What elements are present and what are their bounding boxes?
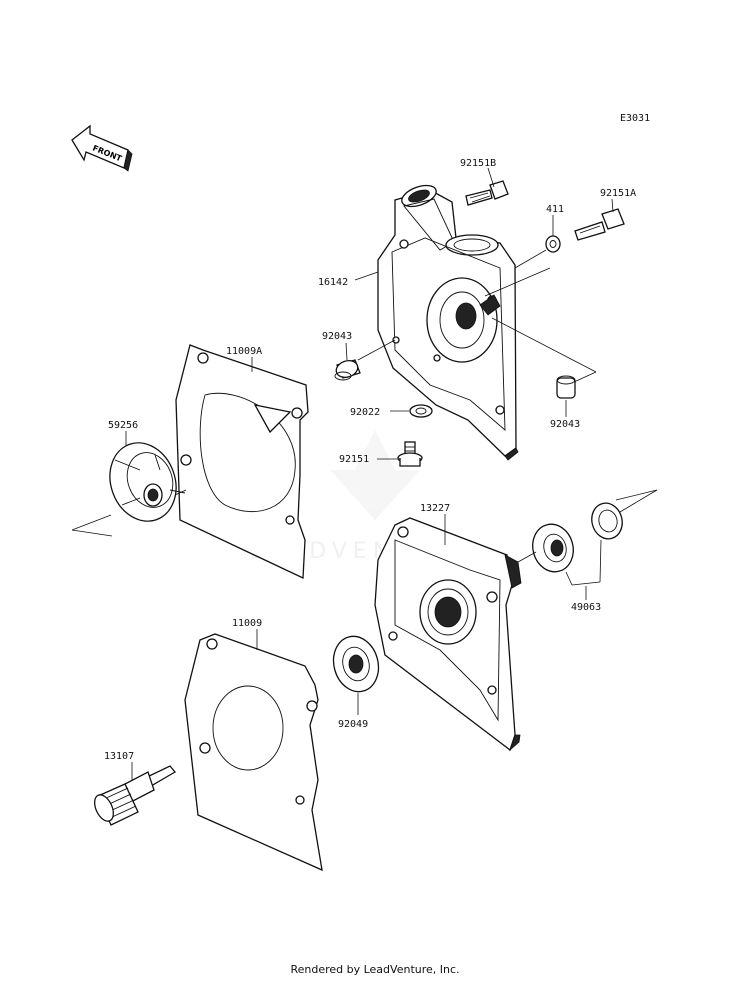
impeller-59256: [109, 442, 186, 522]
label-13227: 13227: [420, 503, 450, 514]
label-92151: 92151: [339, 454, 369, 465]
diagram-code: E3031: [620, 113, 650, 124]
label-92151a: 92151A: [600, 188, 636, 199]
pump-cover-13227: [374, 517, 522, 752]
label-92151b: 92151B: [460, 158, 496, 169]
bolt-92151b: [465, 180, 509, 206]
label-11009: 11009: [232, 618, 262, 629]
dowel-pin-92043-left: [334, 359, 361, 381]
footer-credit: Rendered by LeadVenture, Inc.: [290, 963, 460, 976]
label-13107: 13107: [104, 751, 134, 762]
pump-housing-16142: [377, 184, 519, 461]
pump-shaft-13107: [93, 765, 176, 826]
label-16142: 16142: [318, 277, 348, 288]
washer-411: [545, 235, 561, 253]
oil-seal-49063-a: [532, 523, 574, 573]
label-59256: 59256: [108, 420, 138, 431]
label-92022: 92022: [350, 407, 380, 418]
label-92043-right: 92043: [550, 419, 580, 430]
gasket-11009: [184, 633, 323, 872]
label-92043-left: 92043: [322, 331, 352, 342]
label-49063: 49063: [571, 602, 601, 613]
washer-92022: [409, 404, 433, 418]
label-11009a: 11009A: [226, 346, 262, 357]
oil-seal-49063-b: [591, 502, 623, 540]
oil-seal-92049: [332, 635, 380, 693]
label-411: 411: [546, 204, 564, 215]
bolt-92151a: [574, 208, 625, 241]
label-92049: 92049: [338, 719, 368, 730]
front-arrow-icon: FRONT: [71, 124, 133, 172]
bolt-92151: [397, 441, 423, 467]
dowel-pin-92043-right: [556, 375, 576, 399]
gasket-11009a: [175, 344, 309, 580]
